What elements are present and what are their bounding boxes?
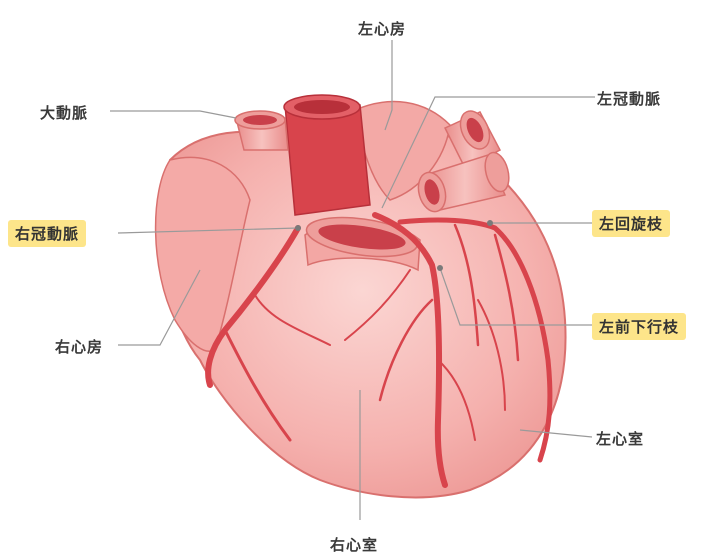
left-circumflex-label: 左回旋枝 — [592, 210, 670, 237]
left-ventricle-label: 左心室 — [596, 428, 644, 449]
right-ventricle-label: 右心室 — [330, 534, 378, 555]
aorta-shape — [285, 105, 370, 215]
left-coronary-artery-label: 左冠動脈 — [597, 88, 661, 109]
left-atrium-label: 左心房 — [358, 18, 406, 39]
aorta-label: 大動脈 — [40, 102, 88, 123]
right-coronary-artery-label: 右冠動脈 — [8, 220, 86, 247]
right-atrium-label: 右心房 — [55, 336, 103, 357]
left-anterior-descending-label: 左前下行枝 — [592, 313, 686, 340]
